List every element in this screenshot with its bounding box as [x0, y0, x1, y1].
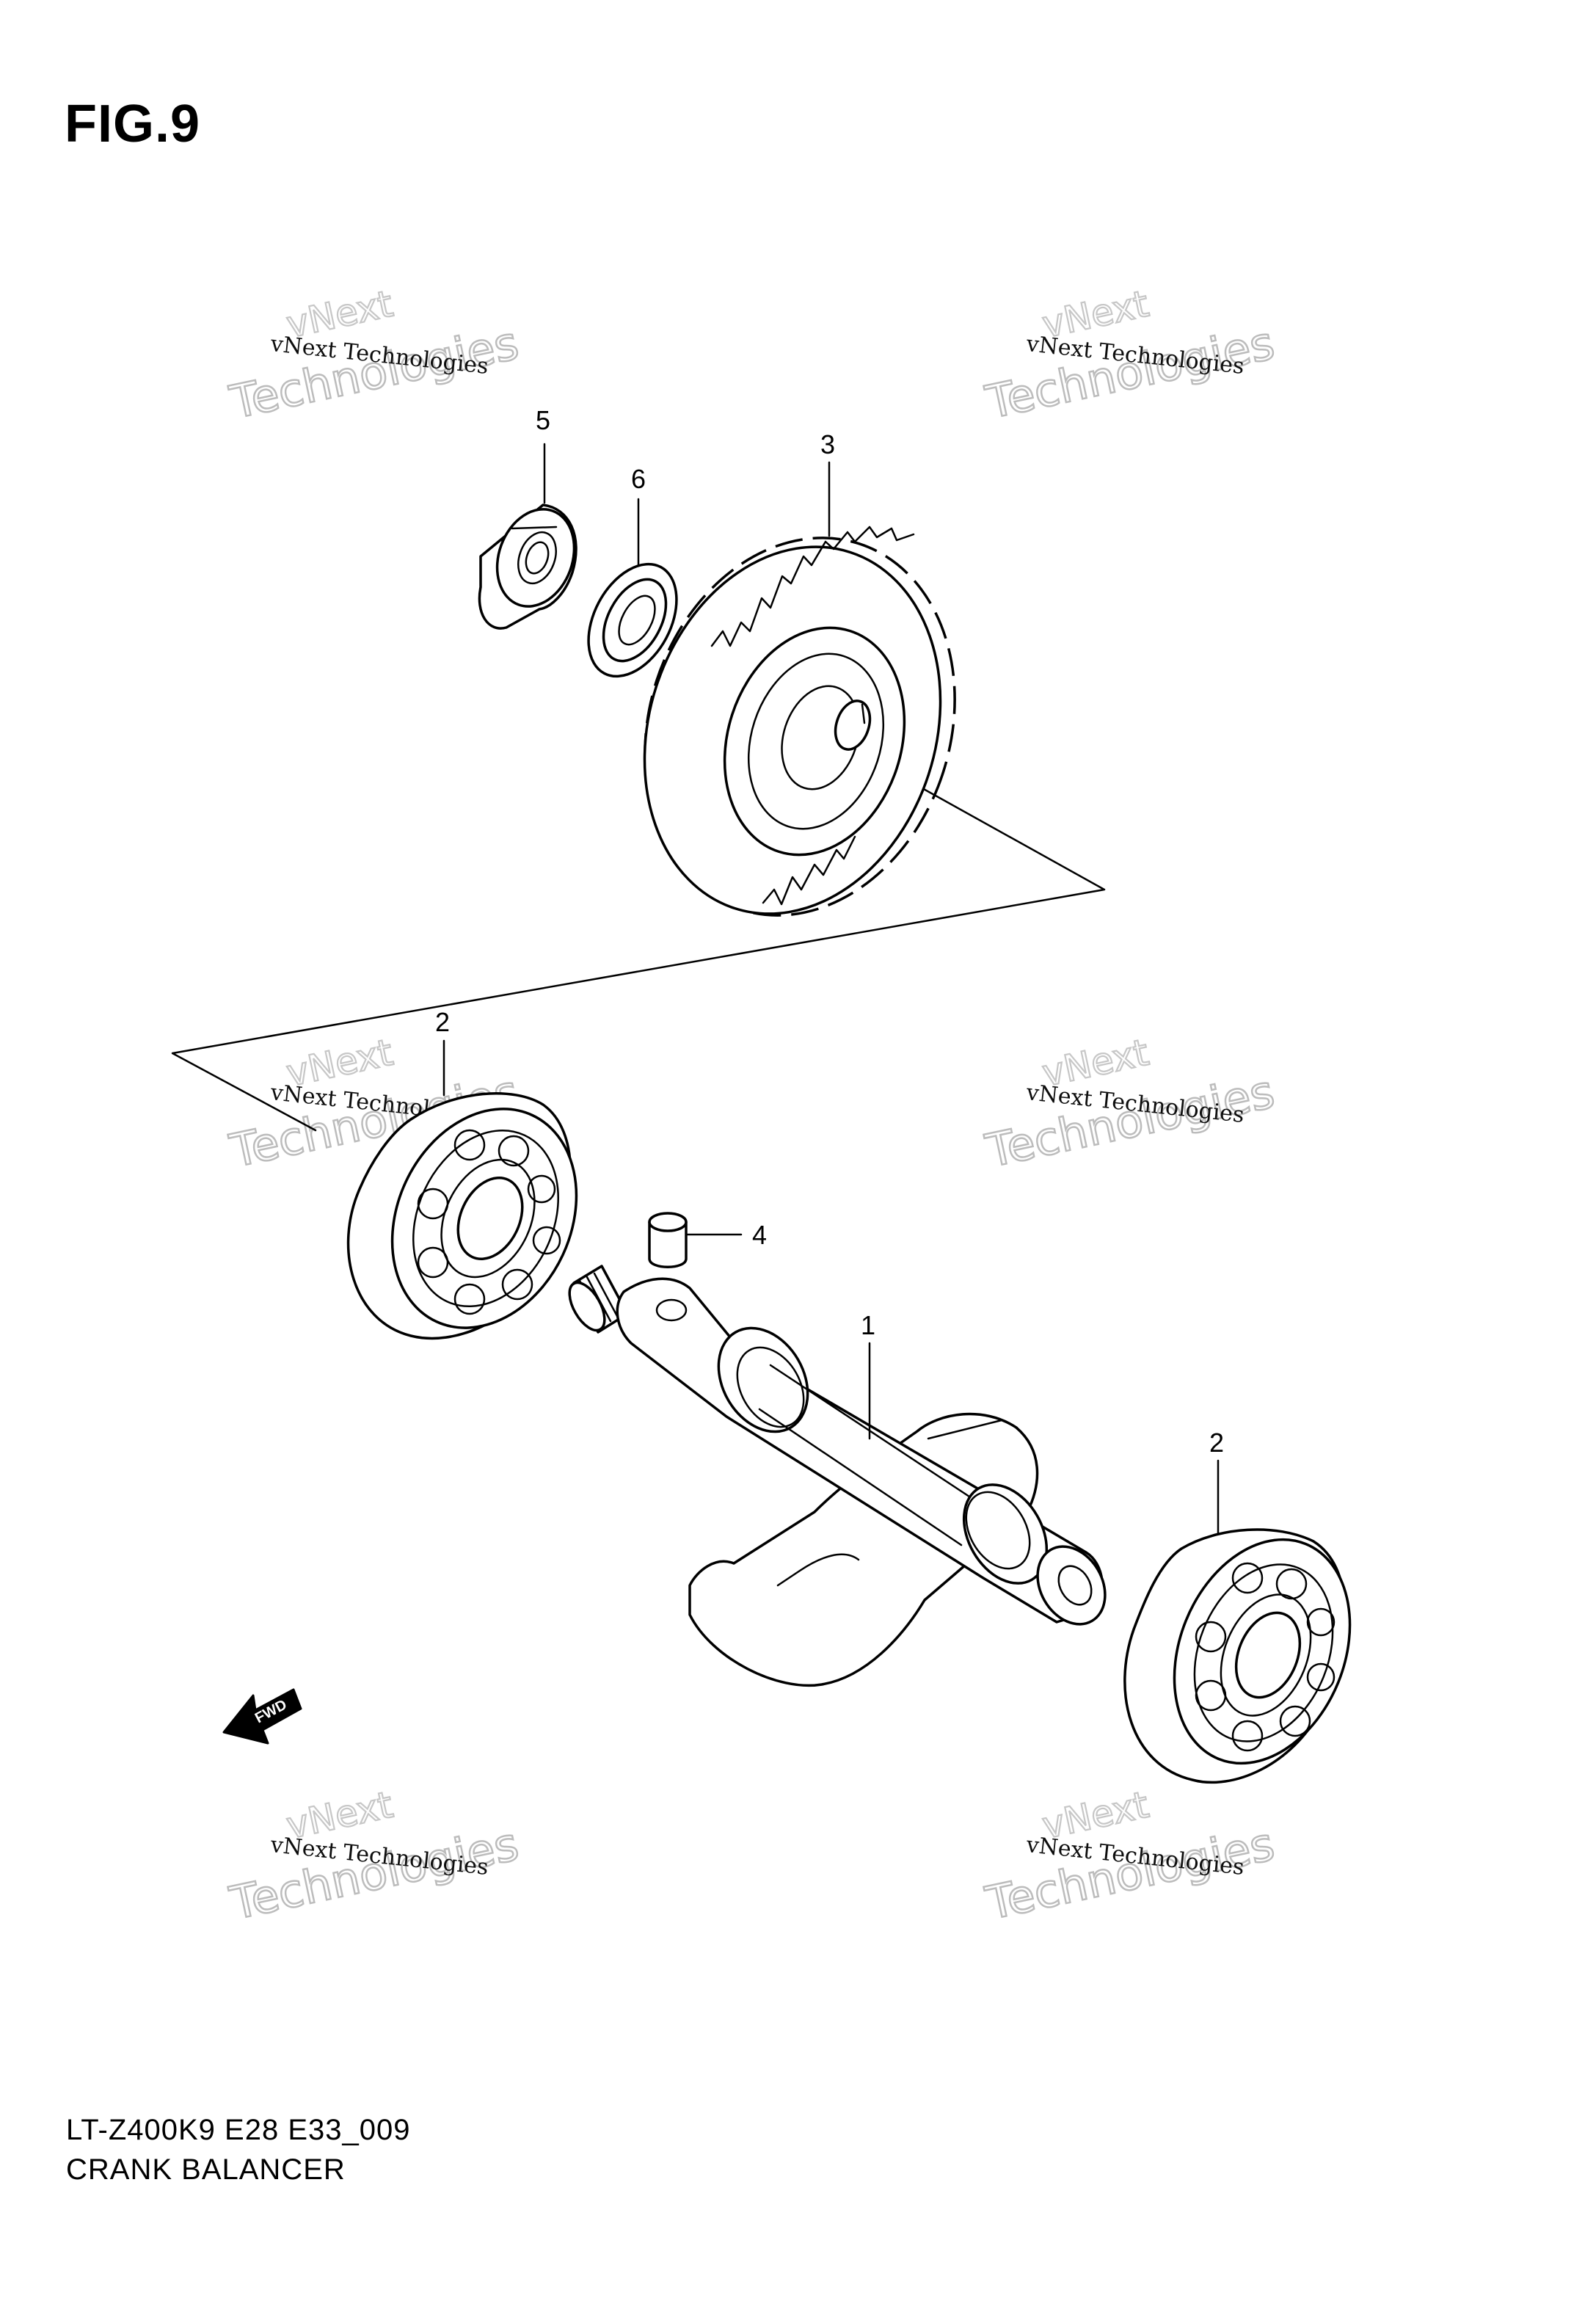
- nut-icon: [478, 504, 577, 630]
- assembly-guide-lines: [171, 747, 1106, 1132]
- watermark-group: vNext Technologies vNext Technologies vN…: [225, 282, 1280, 1932]
- key-pin-icon: [648, 1212, 743, 1268]
- callout-labels: 5 6 3 2 4 1 2: [435, 405, 1224, 1458]
- callout-1: 1: [861, 1310, 875, 1340]
- watermark-bottom-right: vNext Technologies vNext Technologies: [980, 1783, 1280, 1932]
- callout-5: 5: [536, 405, 550, 435]
- assembly-guide-line: [171, 747, 1106, 1132]
- callout-leaders: [442, 443, 1220, 1535]
- callout-2-lower: 2: [1209, 1428, 1224, 1458]
- assembly-name: CRANK BALANCER: [66, 2153, 346, 2186]
- watermark-top-right: vNext Technologies vNext Technologies: [980, 282, 1280, 431]
- callout-3: 3: [820, 429, 835, 459]
- ball-bearing-icon: [1123, 1528, 1352, 1784]
- crank-balancer-shaft-icon: [568, 1265, 1107, 1687]
- callout-2-upper: 2: [435, 1007, 450, 1037]
- watermark-middle-right: vNext Technologies vNext Technologies: [980, 1030, 1280, 1179]
- figure-title: FIG.9: [65, 95, 201, 153]
- callout-4: 4: [752, 1220, 767, 1250]
- ball-bearing-icon: [346, 1091, 578, 1340]
- watermark-top-left: vNext Technologies vNext Technologies: [225, 282, 524, 431]
- callout-6: 6: [631, 464, 646, 494]
- balancer-driven-gear-icon: [643, 526, 956, 917]
- washer-icon: [587, 562, 678, 678]
- fwd-arrow-icon: FWD: [222, 1688, 302, 1745]
- model-code: LT-Z400K9 E28 E33_009: [66, 2114, 411, 2146]
- watermark-bottom-left: vNext Technologies vNext Technologies: [225, 1783, 524, 1932]
